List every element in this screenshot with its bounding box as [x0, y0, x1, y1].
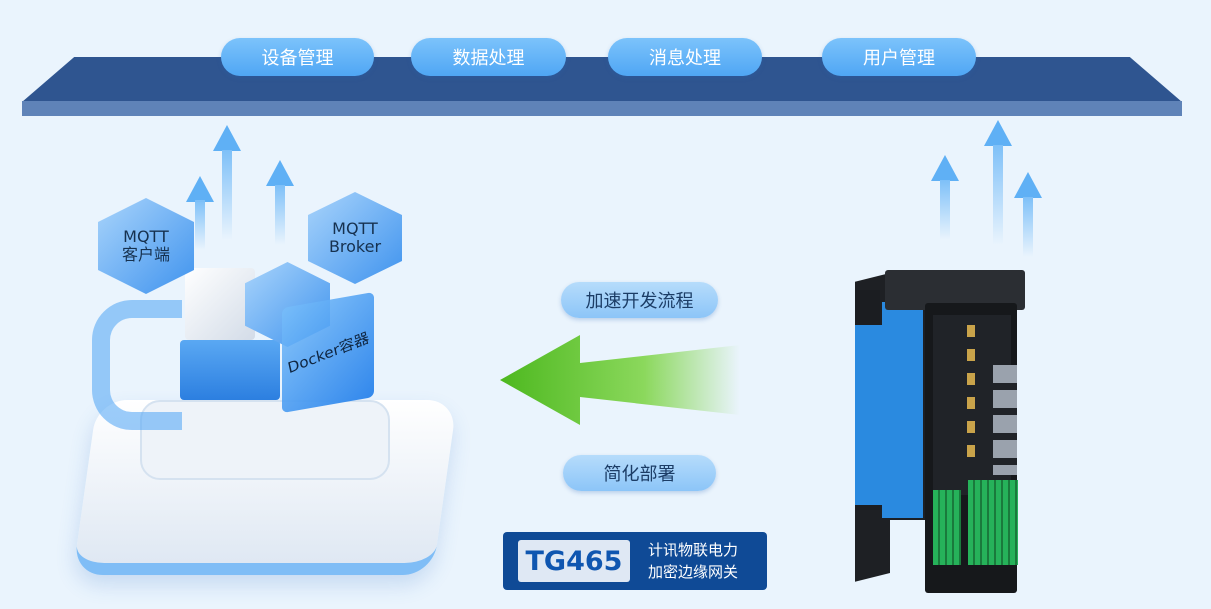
up-arrow-icon [984, 120, 1012, 146]
up-arrow-icon [213, 125, 241, 151]
arrow-stem [1023, 197, 1033, 257]
pill-device-management: 设备管理 [221, 38, 374, 76]
docker-panel: Docker容器 [282, 291, 374, 414]
up-arrow-icon [1014, 172, 1042, 198]
pill-simplify-deploy: 简化部署 [563, 455, 716, 491]
up-arrow-icon [186, 176, 214, 202]
green-arrow-left-icon [500, 335, 740, 425]
badge-line1: 计讯物联电力 [648, 541, 739, 559]
ethernet-ports [993, 365, 1017, 475]
up-arrow-icon [266, 160, 294, 186]
terminal-block-right [968, 480, 1018, 565]
white-cube [185, 268, 255, 340]
up-arrow-icon [931, 155, 959, 181]
arrow-stem [222, 150, 232, 240]
terminal-block-left [933, 490, 961, 565]
mqtt-broker-cube: MQTT Broker [308, 192, 402, 284]
antenna-connectors [967, 325, 975, 465]
glass-ribbon [92, 300, 182, 430]
platform-bar [22, 57, 1182, 102]
arrow-stem [940, 180, 950, 240]
model-label: TG465 [518, 540, 630, 582]
pill-user-management: 用户管理 [822, 38, 976, 76]
arrow-stem [993, 145, 1003, 245]
device-side-stripe [855, 325, 885, 505]
arrow-stem [195, 200, 205, 250]
product-badge: TG465 计讯物联电力 加密边缘网关 [503, 532, 767, 590]
docker-label: Docker容器 [285, 328, 371, 378]
platform-bar-edge [22, 101, 1182, 116]
mqtt-client-cube: MQTT 客户端 [98, 198, 194, 294]
blue-cube [180, 340, 280, 400]
pill-data-processing: 数据处理 [411, 38, 566, 76]
gateway-device [855, 265, 1030, 595]
device-side-panel [880, 300, 925, 520]
pill-message-processing: 消息处理 [608, 38, 762, 76]
badge-text: 计讯物联电力 加密边缘网关 [648, 539, 738, 583]
badge-line2: 加密边缘网关 [648, 563, 739, 581]
arrow-stem [275, 185, 285, 245]
pill-accelerate-dev: 加速开发流程 [561, 282, 718, 318]
